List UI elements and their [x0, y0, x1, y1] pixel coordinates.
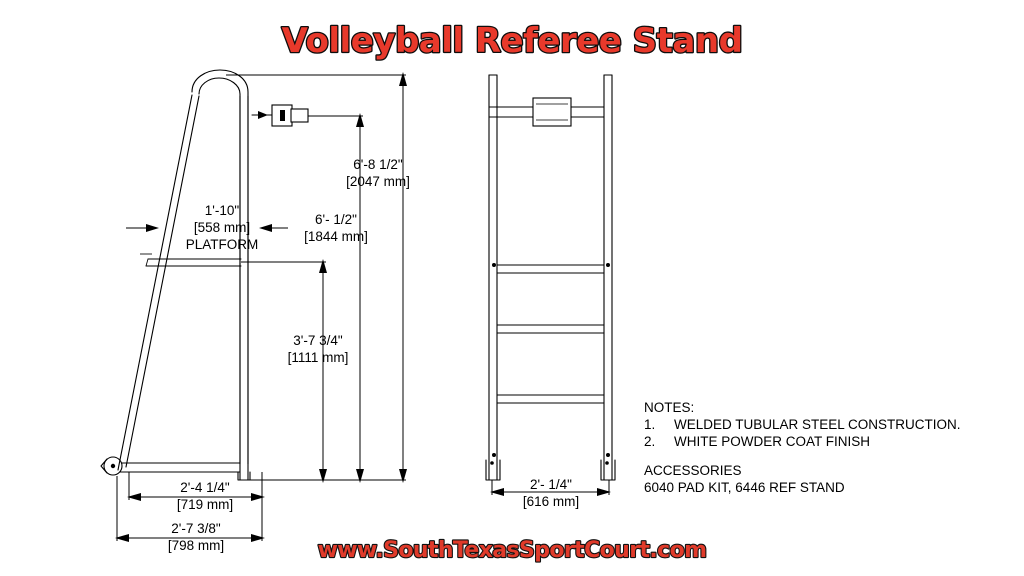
dim-front-width-imperial: 2'- 1/4": [530, 477, 572, 492]
dim-rail-height-metric: [1844 mm]: [304, 229, 368, 244]
footer-website-url[interactable]: www.SouthTexasSportCourt.com: [316, 537, 708, 564]
dim-front-width-metric: [616 mm]: [523, 494, 579, 509]
front-left-foot-bolt: [490, 461, 494, 465]
side-caster-wheel: [103, 456, 123, 476]
dim-base-outer-arrow-left: [115, 534, 129, 542]
front-center-clamp-block: [532, 97, 572, 127]
dim-overall-arrow-bottom: [399, 469, 407, 483]
dim-base-inner-metric: [719 mm]: [177, 497, 233, 512]
note-1-number: 1.: [644, 417, 655, 432]
dim-overall-height-imperial: 6'-8 1/2": [353, 157, 403, 172]
side-left-leg-outer: [117, 94, 193, 471]
dim-overall-height-metric: [2047 mm]: [346, 174, 410, 189]
dim-platform-h-arrow-top: [319, 259, 327, 273]
notes-block: NOTES: 1. WELDED TUBULAR STEEL CONSTRUCT…: [644, 400, 961, 449]
side-platform-left-edge: [145, 258, 149, 267]
platform-label: PLATFORM: [186, 237, 259, 252]
accessories-block: ACCESSORIES 6040 PAD KIT, 6446 REF STAND: [644, 463, 845, 495]
dim-platform-w-arrow-left: [146, 224, 159, 232]
page-title: Volleyball Referee Stand: [282, 21, 743, 61]
dim-base-inner-imperial: 2'-4 1/4": [180, 480, 230, 495]
dimension-front-width: 2'- 1/4" [616 mm]: [490, 477, 611, 509]
dimension-platform-width: 1'-10" [558 mm] PLATFORM: [126, 203, 288, 252]
dim-front-width-arrow-left: [490, 488, 504, 496]
side-caster-bracket: [100, 458, 108, 474]
side-arch-inner-rail: [198, 77, 241, 465]
dim-rail-arrow-bottom: [356, 469, 364, 483]
dim-base-inner-arrow-right: [251, 493, 265, 501]
side-elevation-view: [100, 69, 309, 481]
front-joint-dot-left-upper: [492, 263, 496, 267]
dim-platform-width-imperial: 1'-10": [205, 203, 240, 218]
dimension-base-depth-inner: 2'-4 1/4" [719 mm]: [127, 472, 265, 512]
side-clamp-arrow: [258, 111, 268, 119]
note-2-number: 2.: [644, 434, 655, 449]
notes-heading: NOTES:: [644, 400, 694, 415]
side-clamp-core: [280, 110, 285, 121]
dim-platform-h-arrow-bottom: [319, 469, 327, 483]
dimension-platform-height: 3'-7 3/4" [1111 mm]: [241, 259, 348, 483]
dim-platform-w-arrow-right: [259, 224, 272, 232]
dim-base-outer-imperial: 2'-7 3/8": [171, 521, 221, 536]
front-joint-dot-left-lower: [492, 453, 496, 457]
accessories-text: 6040 PAD KIT, 6446 REF STAND: [644, 480, 845, 495]
dimension-base-depth-outer: 2'-7 3/8" [798 mm]: [115, 476, 265, 553]
note-1-text: WELDED TUBULAR STEEL CONSTRUCTION.: [674, 417, 961, 432]
dimension-rail-height: 6'- 1/2" [1844 mm]: [304, 113, 368, 483]
front-left-foot-pad: [485, 459, 501, 481]
dim-base-outer-arrow-right: [251, 534, 265, 542]
dim-rail-height-imperial: 6'- 1/2": [315, 212, 357, 227]
front-joint-dot-right-upper: [606, 263, 610, 267]
front-right-foot-pad: [600, 459, 616, 481]
accessories-heading: ACCESSORIES: [644, 463, 742, 478]
dim-base-inner-arrow-left: [127, 493, 141, 501]
dim-overall-arrow-top: [399, 72, 407, 86]
side-left-leg-inner: [125, 95, 200, 468]
dim-platform-height-imperial: 3'-7 3/4": [293, 333, 343, 348]
side-arch-outer-rail: [191, 69, 249, 465]
dim-rail-arrow-top: [356, 113, 364, 127]
dim-front-width-arrow-right: [597, 488, 611, 496]
dim-platform-width-metric: [558 mm]: [194, 220, 250, 235]
side-clamp-bracket: [251, 104, 309, 127]
front-right-foot-bolt: [605, 461, 609, 465]
front-joint-dot-right-lower: [606, 453, 610, 457]
side-clamp-arm: [290, 108, 309, 123]
front-clamp-body: [532, 97, 572, 127]
side-caster-hub: [110, 463, 116, 469]
note-2-text: WHITE POWDER COAT FINISH: [674, 434, 870, 449]
dim-platform-height-metric: [1111 mm]: [288, 350, 349, 365]
dim-base-outer-metric: [798 mm]: [168, 538, 224, 553]
front-elevation-view: [485, 74, 616, 481]
